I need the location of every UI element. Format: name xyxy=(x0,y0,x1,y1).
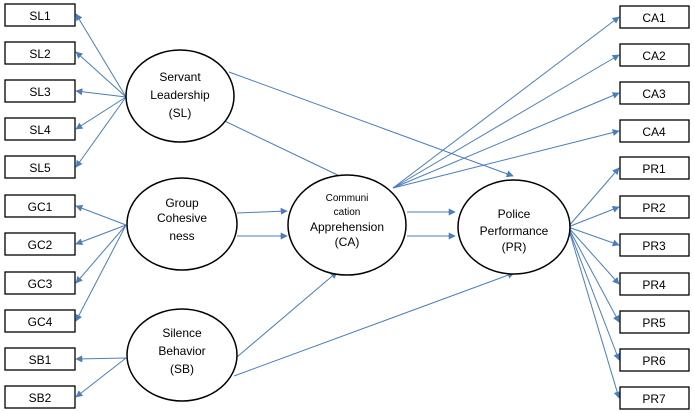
arrow-pr-pr3 xyxy=(567,226,620,247)
indicator-label: SL3 xyxy=(29,85,51,99)
construct-label: Group xyxy=(165,196,199,210)
arrow-gc-gc4 xyxy=(75,224,127,322)
construct-group-cohesiveness: Group Cohesive ness xyxy=(126,177,238,271)
construct-label: cation xyxy=(334,207,361,218)
indicator-box-sl1: SL1 xyxy=(4,3,76,27)
arrow-ca-ca4 xyxy=(392,129,620,189)
arrow-sl-sl3 xyxy=(75,88,127,98)
construct-label: (SL) xyxy=(169,106,192,120)
construct-label: Apprehension xyxy=(310,220,384,234)
indicator-label: GC1 xyxy=(28,200,53,214)
construct-label: Police xyxy=(498,207,531,221)
indicator-box-pr7: PR7 xyxy=(619,386,690,410)
arrow-pr-pr7 xyxy=(567,226,621,399)
construct-police-performance: Police Performance (PR) xyxy=(457,179,571,275)
indicator-label: PR2 xyxy=(642,201,666,215)
arrow-pr-pr6 xyxy=(567,226,621,361)
indicator-box-ca4: CA4 xyxy=(619,119,690,143)
arrow-pr-pr5 xyxy=(567,226,620,323)
construct-communication-apprehension: Communi cation Apprehension (CA) xyxy=(287,174,407,276)
indicator-label: SB1 xyxy=(29,353,52,367)
construct-label: Cohesive xyxy=(157,211,207,225)
indicator-box-ca3: CA3 xyxy=(619,81,690,105)
indicator-label: GC2 xyxy=(28,238,53,252)
indicator-label: CA4 xyxy=(642,125,666,139)
indicator-label: PR7 xyxy=(642,392,666,406)
arrow-pr-pr4 xyxy=(567,226,620,285)
indicator-box-pr4: PR4 xyxy=(619,272,690,296)
indicator-box-ca2: CA2 xyxy=(619,43,690,67)
arrow-sb-pr xyxy=(233,271,515,377)
indicator-box-sl2: SL2 xyxy=(4,41,76,65)
arrow-pr-pr1 xyxy=(567,167,620,228)
arrow-gc-ca-upper xyxy=(236,207,288,215)
indicator-box-gc4: GC4 xyxy=(4,309,76,333)
indicator-box-gc3: GC3 xyxy=(4,271,76,295)
indicator-label: GC3 xyxy=(28,277,53,291)
indicator-label: PR6 xyxy=(642,354,666,368)
construct-label: Silence xyxy=(162,326,202,340)
indicator-box-pr3: PR3 xyxy=(619,233,690,257)
indicator-box-sl3: SL3 xyxy=(4,79,76,103)
arrow-sl-ca xyxy=(211,114,349,181)
arrow-sb-sb1 xyxy=(75,355,127,363)
indicator-box-sb1: SB1 xyxy=(4,347,76,371)
arrow-sb-ca xyxy=(236,271,338,358)
indicator-label: CA3 xyxy=(642,87,666,101)
arrow-sb-sb2 xyxy=(75,357,127,398)
arrow-ca-ca1 xyxy=(392,16,620,189)
indicator-label: PR5 xyxy=(642,316,666,330)
arrow-sl-sl1 xyxy=(75,13,127,98)
arrow-ca-ca3 xyxy=(392,92,620,189)
indicator-label: GC4 xyxy=(28,315,53,329)
arrow-sl-pr xyxy=(228,71,514,178)
construct-label: Performance xyxy=(480,224,549,238)
indicator-box-pr6: PR6 xyxy=(619,348,690,372)
path-arrows xyxy=(75,13,621,399)
arrow-sl-sl5 xyxy=(75,96,127,168)
indicator-box-ca1: CA1 xyxy=(619,5,690,29)
indicator-label: CA1 xyxy=(642,11,666,25)
construct-silence-behavior: Silence Behavior (SB) xyxy=(126,308,238,402)
indicator-label: SL4 xyxy=(29,123,51,137)
arrow-sl-sl2 xyxy=(75,51,127,98)
arrow-ca-ca2 xyxy=(392,54,620,189)
construct-label: Leadership xyxy=(150,88,210,102)
arrow-gc-gc3 xyxy=(75,224,127,284)
indicator-box-gc2: GC2 xyxy=(4,232,76,256)
construct-label: (SB) xyxy=(170,362,194,376)
construct-servant-leadership: Servant Leadership (SL) xyxy=(125,49,235,143)
indicator-label: PR3 xyxy=(642,239,666,253)
construct-label: Servant xyxy=(159,70,201,84)
indicator-box-sl5: SL5 xyxy=(4,155,76,179)
construct-label: Communi xyxy=(326,193,369,204)
indicator-label: SL5 xyxy=(29,161,51,175)
indicator-box-pr1: PR1 xyxy=(619,156,690,180)
indicator-box-pr2: PR2 xyxy=(619,195,690,219)
indicator-label: SL2 xyxy=(29,47,51,61)
construct-label: (CA) xyxy=(335,235,360,249)
arrow-gc-gc1 xyxy=(75,204,127,226)
construct-label: ness xyxy=(169,229,194,243)
arrow-pr-pr2 xyxy=(567,206,620,228)
indicator-label: SL1 xyxy=(29,9,51,23)
indicator-box-gc1: GC1 xyxy=(4,194,76,218)
arrow-sl-sl4 xyxy=(75,96,127,130)
indicator-label: SB2 xyxy=(29,391,52,405)
indicator-box-pr5: PR5 xyxy=(619,310,690,334)
indicator-label: PR4 xyxy=(642,278,666,292)
indicator-box-sb2: SB2 xyxy=(4,385,76,409)
indicator-label: CA2 xyxy=(642,49,666,63)
arrow-gc-gc2 xyxy=(75,224,127,246)
indicator-label: PR1 xyxy=(642,162,666,176)
construct-label: Behavior xyxy=(158,344,205,358)
indicator-box-sl4: SL4 xyxy=(4,117,76,141)
construct-label: (PR) xyxy=(502,240,527,254)
